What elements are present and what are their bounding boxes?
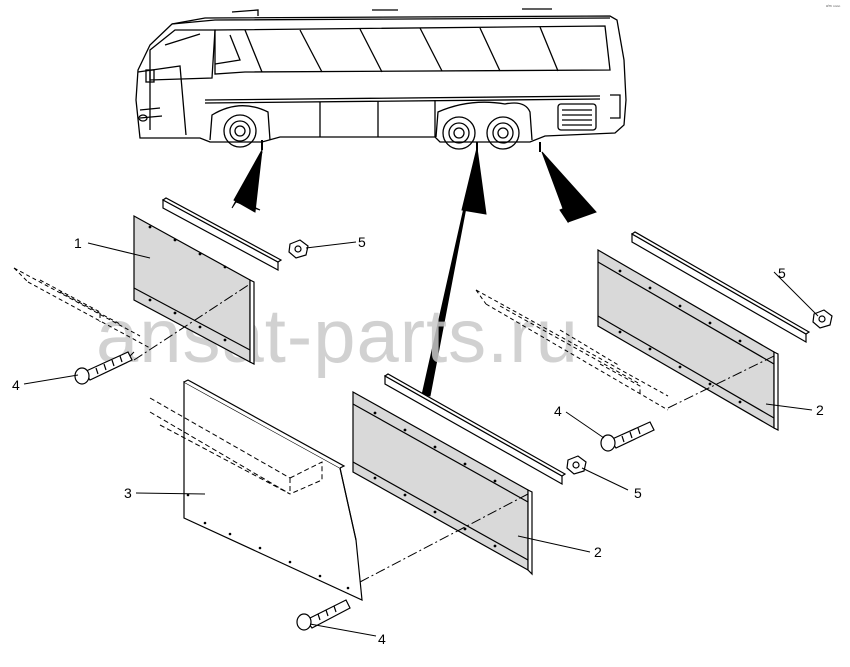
callout-4-middle: 4: [378, 631, 386, 647]
arrow-rear: [541, 151, 597, 223]
dash-dot-lines-middle: [359, 493, 529, 583]
clamp-strip-middle: [383, 373, 567, 486]
callout-2-middle: 2: [594, 544, 602, 560]
arrow-middle-head: [461, 147, 487, 215]
bracket-rear: [475, 289, 669, 411]
bolt-middle: [296, 599, 351, 631]
callout-5-middle: 5: [634, 485, 642, 501]
arrow-rear-tail: [559, 204, 573, 224]
callout-4-rear: 4: [554, 403, 562, 419]
mud-flap-middle: [352, 390, 533, 576]
clamp-strip-front: [161, 197, 283, 272]
bracket-front: [13, 267, 151, 349]
callout-5-front: 5: [358, 234, 366, 250]
callout-3: 3: [124, 485, 132, 501]
clamp-strip-rear: [630, 231, 811, 344]
callout-1: 1: [74, 235, 82, 251]
mud-flap-front: [133, 214, 255, 365]
nut-rear: [812, 309, 833, 329]
pointer-arrows: [231, 147, 597, 397]
arrow-front-head: [233, 149, 263, 213]
bolt-front: [74, 351, 133, 385]
bus-illustration: [135, 8, 627, 152]
nut-front: [288, 239, 309, 259]
callout-4-front: 4: [12, 377, 20, 393]
corner-reference: ᵃⁱᵐ ⁿⁿⁿⁿ: [826, 3, 840, 10]
callout-labels: 1 5 4 3 5 2 4 5 2 4: [12, 234, 824, 647]
callout-5-rear: 5: [778, 265, 786, 281]
mud-flap-rear: [597, 248, 779, 431]
dash-dot-lines-rear: [667, 355, 775, 409]
dash-dot-lines-front: [129, 283, 251, 361]
nut-middle: [566, 455, 587, 475]
leader-lines: [23, 241, 819, 637]
dashed-box-item-3: [149, 397, 323, 495]
bolt-rear: [600, 421, 655, 452]
callout-2-rear: 2: [816, 402, 824, 418]
side-panel-item-3: [183, 379, 363, 601]
